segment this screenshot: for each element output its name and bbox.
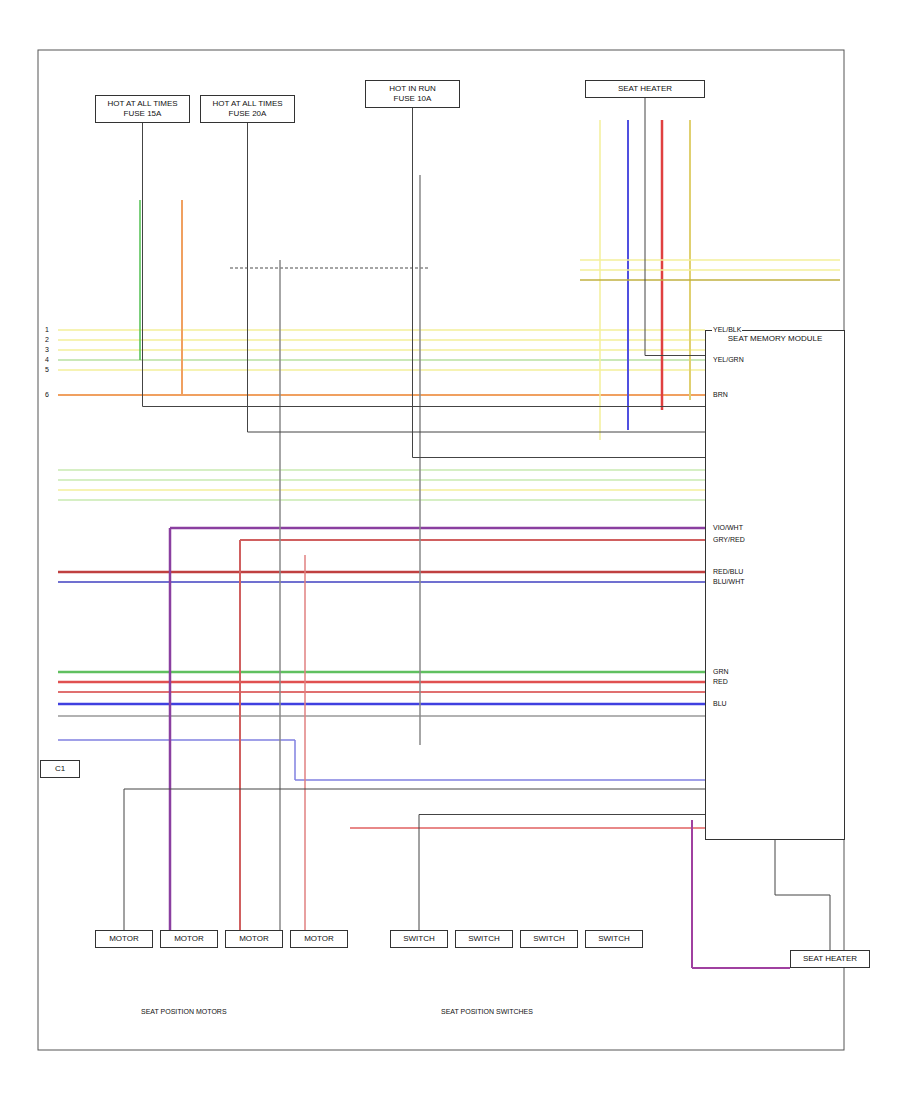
wire-label: 3 <box>44 346 50 354</box>
component-box: MOTOR <box>225 930 283 948</box>
component-label: HOT AT ALL TIMES <box>205 99 290 109</box>
wire-label: RED <box>712 678 729 686</box>
wire-label: RED/BLU <box>712 568 744 576</box>
wire-label: GRN <box>712 668 730 676</box>
component-label: SEAT HEATER <box>590 84 700 94</box>
wire-connector <box>124 789 705 930</box>
component-label: FUSE 20A <box>205 109 290 119</box>
component-box: C1 <box>40 760 80 778</box>
wire-label: YEL/GRN <box>712 356 745 364</box>
component-box: HOT AT ALL TIMESFUSE 15A <box>95 95 190 123</box>
wire-connector <box>775 840 830 950</box>
component-box: SWITCH <box>585 930 643 948</box>
wire-connector <box>419 815 705 931</box>
component-label: SEAT HEATER <box>795 954 865 964</box>
component-label: HOT AT ALL TIMES <box>100 99 185 109</box>
component-label: FUSE 10A <box>370 94 455 104</box>
wire-label: SEAT POSITION MOTORS <box>140 1008 228 1016</box>
wire-label: YEL/BLK <box>712 326 742 334</box>
wire-connector <box>645 98 705 356</box>
component-label: MOTOR <box>230 934 278 944</box>
wire-label: SEAT POSITION SWITCHES <box>440 1008 534 1016</box>
wire-connector <box>143 123 706 407</box>
component-box: HOT AT ALL TIMESFUSE 20A <box>200 95 295 123</box>
component-label: SWITCH <box>590 934 638 944</box>
component-box: SWITCH <box>520 930 578 948</box>
wire-label: VIO/WHT <box>712 524 744 532</box>
component-box: HOT IN RUNFUSE 10A <box>365 80 460 108</box>
component-label: SWITCH <box>460 934 508 944</box>
wire-label: 5 <box>44 366 50 374</box>
wire-label: 4 <box>44 356 50 364</box>
wire-label: BLU <box>712 700 728 708</box>
wire-label: GRY/RED <box>712 536 746 544</box>
wire-connector <box>248 123 706 432</box>
component-label: SEAT MEMORY MODULE <box>710 334 840 344</box>
wire-label: 2 <box>44 336 50 344</box>
component-box: SWITCH <box>455 930 513 948</box>
component-box: SEAT HEATER <box>790 950 870 968</box>
component-label: SWITCH <box>525 934 573 944</box>
wire-connector <box>413 108 706 458</box>
component-box: SEAT HEATER <box>585 80 705 98</box>
component-label: MOTOR <box>165 934 213 944</box>
component-label: SWITCH <box>395 934 443 944</box>
component-box: MOTOR <box>160 930 218 948</box>
component-box: MOTOR <box>95 930 153 948</box>
component-box: MOTOR <box>290 930 348 948</box>
wire-label: BLU/WHT <box>712 578 746 586</box>
component-label: HOT IN RUN <box>370 84 455 94</box>
component-label: MOTOR <box>100 934 148 944</box>
component-label: C1 <box>45 764 75 774</box>
wire-label: BRN <box>712 391 729 399</box>
component-box: SWITCH <box>390 930 448 948</box>
component-label: FUSE 15A <box>100 109 185 119</box>
wire-label: 1 <box>44 326 50 334</box>
component-label: MOTOR <box>295 934 343 944</box>
wire-label: 6 <box>44 391 50 399</box>
